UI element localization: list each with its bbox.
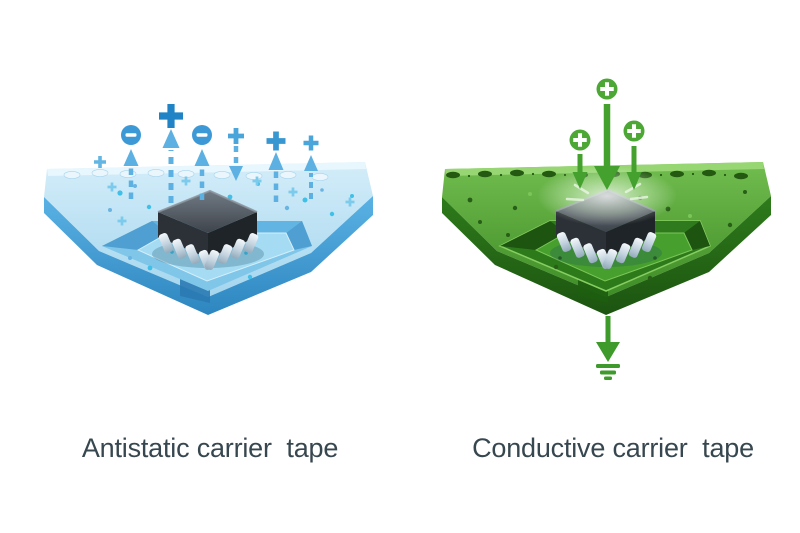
conductive-tape-label: Conductive carrier tape (472, 433, 754, 463)
antistatic-tape-label: Antistatic carrier tape (81, 433, 339, 463)
arrow-down-icon (572, 154, 588, 189)
static-arrows (123, 129, 318, 203)
arrow-up-icon (162, 129, 180, 203)
blue-carrier-tape (44, 162, 373, 315)
green-carrier-tape (442, 162, 771, 315)
plus-charge-icon (303, 135, 319, 151)
arrow-down-icon (626, 146, 642, 190)
plus-circle-icon (570, 130, 591, 151)
arrow-down-icon (596, 342, 620, 362)
surface-particles (107, 176, 355, 280)
minus-charge-icon (121, 125, 141, 145)
arrow-up-icon (304, 155, 318, 199)
plus-charge-icon (266, 131, 286, 151)
earth-ground-icon (596, 364, 620, 380)
arrow-up-icon (123, 149, 139, 199)
discharge-glow (537, 166, 677, 226)
minus-charge-icon (192, 125, 212, 145)
plus-charge-icon (228, 128, 244, 144)
arrow-down-icon (594, 104, 620, 190)
sprocket-holes (63, 169, 329, 181)
glow-streaks (565, 182, 649, 202)
arrow-up-icon (268, 152, 284, 202)
arrow-down-icon (229, 146, 243, 181)
conductive-tape-illustration (442, 79, 771, 380)
arrow-up-icon (194, 149, 210, 200)
plus-circle-icon (624, 121, 645, 142)
ground-path (596, 316, 620, 380)
plus-charge-icon (94, 156, 106, 168)
plus-charge-icon (159, 104, 183, 128)
plus-circle-icon (597, 79, 618, 100)
discharge-arrows (572, 104, 642, 190)
antistatic-tape-illustration (44, 104, 373, 315)
